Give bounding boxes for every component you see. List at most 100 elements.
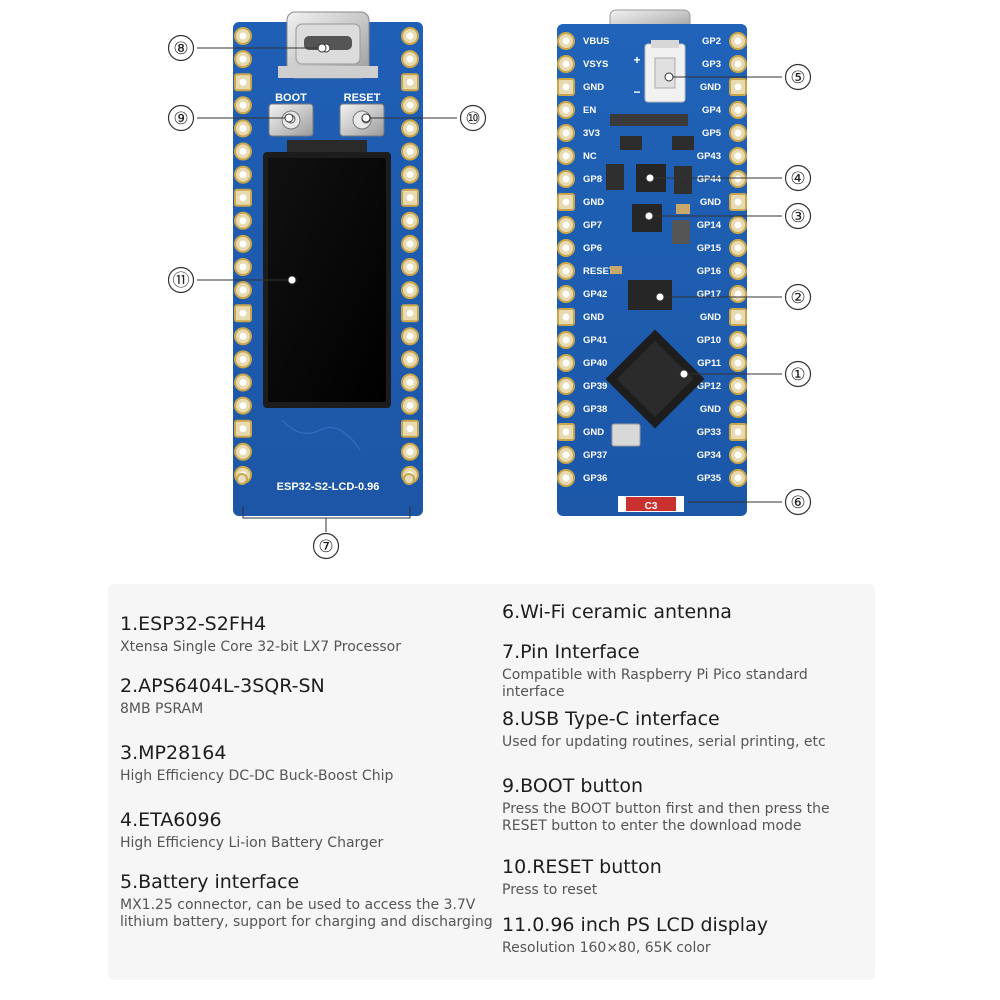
back-pin-right [729,147,747,165]
front-pin-right [401,419,419,438]
pin-label-left: GP38 [583,404,607,415]
pin-label-left: GND [583,312,604,323]
legend-item-title: 1.ESP32-S2FH4 [120,613,267,635]
legend-item-title: 7.Pin Interface [502,641,640,663]
callout-number-10: ⑩ [465,109,480,129]
back-left-pins [557,32,575,487]
front-pin-right [401,50,419,69]
back-pin-left [557,262,575,280]
legend-item-title: 11.0.96 inch PS LCD display [502,914,768,936]
front-right-pins [401,27,419,484]
back-pin-left [557,308,575,326]
front-pin-left [234,165,252,184]
callout-2: ② [655,283,812,311]
back-pin-left [557,78,575,96]
pin-label-left: GP8 [583,174,602,185]
legend-item-description: 8MB PSRAM [120,701,204,717]
legend-item-description: Resolution 160×80, 65K color [502,940,711,956]
back-pin-right [729,423,747,441]
legend-item-description: MX1.25 connector, can be used to access … [120,897,493,930]
back-pin-right [729,124,747,142]
front-pin-left [234,50,252,69]
pin-label-right: GP15 [697,243,722,254]
front-pin-left [234,73,252,92]
front-pin-left [234,258,252,276]
legend-item-title: 3.MP28164 [120,742,227,764]
front-pin-right [401,165,419,184]
front-pin-right [401,119,419,138]
back-pin-right [729,170,747,188]
callout-1: ① [679,360,812,388]
esp32-s2-chip [605,329,705,429]
antenna-mark: C3 [645,501,658,512]
pin-label-left: VSYS [583,59,608,70]
pin-label-left: GP7 [583,220,602,231]
pin-label-left: GP37 [583,450,607,461]
pin-label-left: GND [583,82,604,93]
pin-label-left: RESET [583,266,615,277]
callout-4: ④ [645,164,812,192]
legend-item-title: 9.BOOT button [502,775,644,797]
legend-item-description: Compatible with Raspberry Pi Pico standa… [502,667,808,700]
legend-item-right: 6.Wi-Fi ceramic antenna [502,600,872,624]
back-left-pin-labels: VBUSVSYSGNDEN3V3NCGP8GNDGP7GP6RESETGP42G… [583,36,615,484]
front-pin-left [234,419,252,438]
mounting-hole-left [236,473,248,485]
back-pin-right [729,354,747,372]
callout-6: ⑥ [688,488,812,516]
back-pin-right [729,400,747,418]
pin-label-left: GP36 [583,473,607,484]
front-pin-left [234,304,252,323]
front-pin-right [401,188,419,207]
front-pin-right [401,327,419,346]
callout-9: ⑨ [167,104,294,132]
inductor-2 [672,136,694,150]
front-pin-left [234,188,252,207]
front-pin-right [401,281,419,300]
back-pin-right [729,32,747,50]
pin-label-left: GP40 [583,358,607,369]
pin-label-right: GP35 [697,473,722,484]
front-pin-right [401,142,419,161]
mounting-hole-right [403,473,415,485]
back-pin-right [729,239,747,257]
pin-label-left: GP42 [583,289,607,300]
front-pin-left [234,373,252,392]
back-right-pin-labels: GP2GP3GNDGP4GP5GP43GP44GNDGP14GP15GP16GP… [697,36,722,484]
back-pin-right [729,377,747,395]
pin-label-right: GND [700,197,721,208]
callout-number-3: ③ [790,207,805,227]
back-pin-right [729,216,747,234]
front-pin-left [234,27,252,45]
back-pin-left [557,285,575,303]
front-pin-right [401,396,419,415]
legend-item-title: 8.USB Type-C interface [502,708,720,730]
pin-label-right: GP2 [702,36,721,47]
pin-label-right: GND [700,404,721,415]
pin-label-left: GND [583,427,604,438]
front-traces [281,419,361,451]
back-pin-left [557,423,575,441]
front-pin-right [401,211,419,230]
back-pin-right [729,285,747,303]
front-pin-left [234,396,252,415]
back-pin-right [729,55,747,73]
back-pin-left [557,147,575,165]
pin-label-right: GP34 [697,450,722,461]
battery-minus-mark: − [633,85,640,99]
callout-3: ③ [644,202,812,230]
pin-label-right: GP43 [697,151,721,162]
front-pin-right [401,258,419,276]
back-pin-left [557,32,575,50]
front-pin-right [401,73,419,92]
pin-label-right: GP12 [697,381,721,392]
back-board: VBUSVSYSGNDEN3V3NCGP8GNDGP7GP6RESETGP42G… [557,9,747,516]
pin-label-right: GP5 [702,128,722,139]
reset-button[interactable]: RESET [339,92,385,137]
pin-label-left: NC [583,151,597,162]
front-pin-right [401,234,419,253]
